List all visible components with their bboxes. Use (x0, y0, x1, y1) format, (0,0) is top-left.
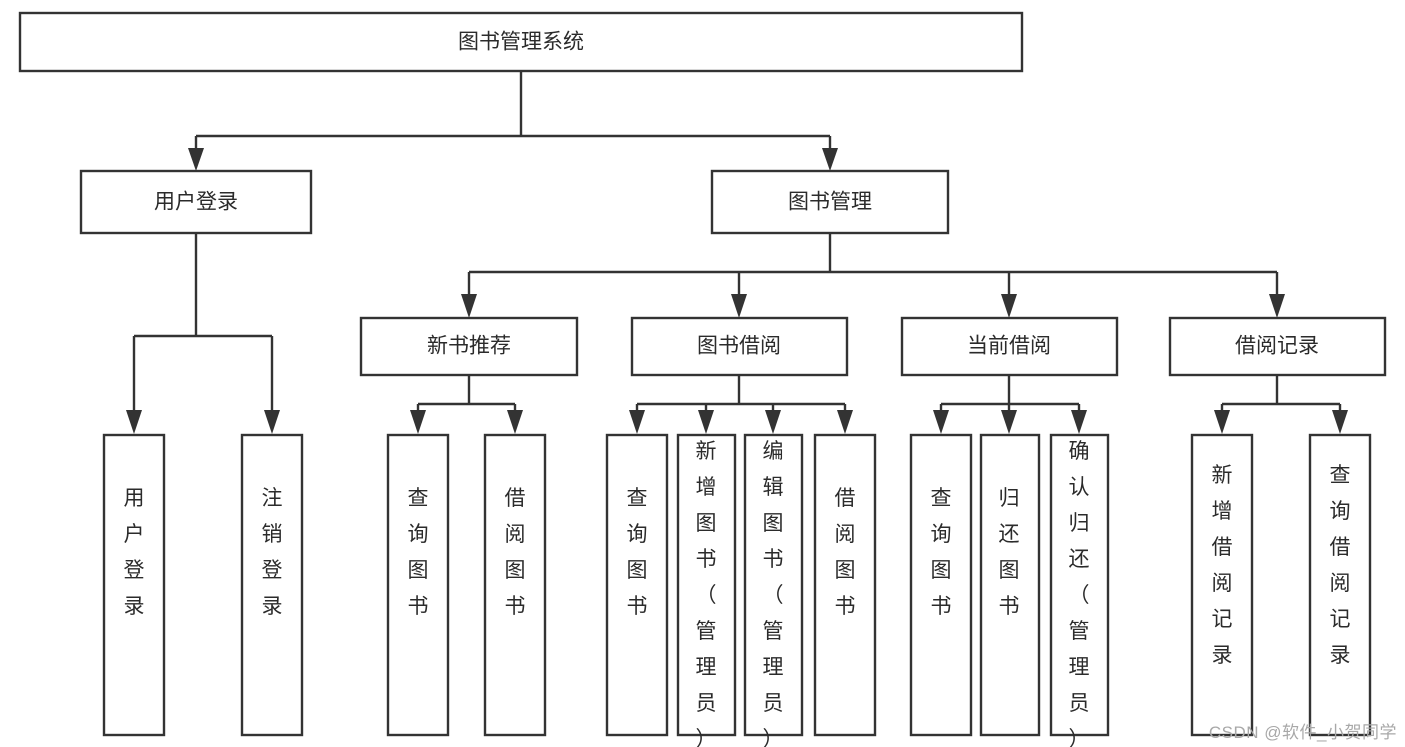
node-leaf-query-book-1[interactable]: 查询图书 (386, 433, 450, 737)
node-leaf-query-record[interactable]: 查询借阅记录 (1308, 433, 1372, 737)
arrow-head-current-borrow (1001, 294, 1017, 318)
node-leaf-add-record-box[interactable] (1190, 433, 1254, 737)
node-leaf-borrow-book-2-box[interactable] (813, 433, 877, 737)
node-new-book-recommend-box[interactable] (359, 316, 579, 377)
node-book-borrow-box[interactable] (630, 316, 849, 377)
node-leaf-add-record[interactable]: 新增借阅记录 (1190, 433, 1254, 737)
node-borrow-record-label: 借阅记录 (1235, 335, 1319, 358)
arrow-head-leaf-borrow-book-2 (837, 410, 853, 434)
node-leaf-user-logout-label: 注销登录 (262, 487, 283, 618)
node-leaf-borrow-book-2-label: 借阅图书 (835, 487, 856, 618)
node-leaf-add-record-label: 新增借阅记录 (1212, 464, 1233, 667)
node-leaf-query-book-2-box[interactable] (605, 433, 669, 737)
node-new-book-recommend-label: 新书推荐 (427, 335, 511, 358)
arrow-head-leaf-query-book-3 (933, 410, 949, 434)
node-new-book-recommend[interactable]: 新书推荐 (359, 316, 579, 377)
node-root-label: 图书管理系统 (458, 31, 584, 54)
node-current-borrow-box[interactable] (900, 316, 1119, 377)
node-leaf-user-logout[interactable]: 注销登录 (240, 433, 304, 737)
node-leaf-query-book-3-box[interactable] (909, 433, 973, 737)
arrow-head-leaf-query-book-1 (410, 410, 426, 434)
node-book-manage[interactable]: 图书管理 (710, 169, 950, 235)
node-leaf-edit-book-label: 编辑图书（管理员） (763, 440, 784, 747)
node-leaf-query-book-3-label: 查询图书 (931, 487, 952, 618)
node-leaf-borrow-book-1-label: 借阅图书 (505, 487, 526, 618)
node-leaf-confirm-return-box[interactable] (1049, 433, 1110, 737)
node-leaf-query-book-2-label: 查询图书 (627, 487, 648, 618)
node-leaf-add-book[interactable]: 新增图书（管理员） (676, 433, 737, 747)
node-leaf-borrow-book-2[interactable]: 借阅图书 (813, 433, 877, 737)
node-leaf-user-logout-box[interactable] (240, 433, 304, 737)
node-book-manage-box[interactable] (710, 169, 950, 235)
arrow-head-leaf-add-record (1214, 410, 1230, 434)
arrow-head-borrow-record (1269, 294, 1285, 318)
node-leaf-query-record-box[interactable] (1308, 433, 1372, 737)
node-leaf-borrow-book-1-box[interactable] (483, 433, 547, 737)
arrow-head-leaf-confirm-return (1071, 410, 1087, 434)
node-leaf-return-book[interactable]: 归还图书 (979, 433, 1041, 737)
node-borrow-record-box[interactable] (1168, 316, 1387, 377)
node-leaf-confirm-return-label: 确认归还（管理员） (1069, 440, 1090, 747)
arrow-head-leaf-return-book (1001, 410, 1017, 434)
node-leaf-return-book-box[interactable] (979, 433, 1041, 737)
node-leaf-query-book-2[interactable]: 查询图书 (605, 433, 669, 737)
csdn-watermark: CSDN @软件_小贺同学 (1208, 723, 1397, 742)
node-root[interactable]: 图书管理系统 (18, 11, 1024, 73)
node-leaf-user-login-box[interactable] (102, 433, 166, 737)
arrow-head-leaf-user-logout (264, 410, 280, 434)
arrow-head-user-login (188, 148, 204, 171)
connector-layer (126, 71, 1348, 434)
node-leaf-confirm-return[interactable]: 确认归还（管理员） (1049, 433, 1110, 747)
node-root-box[interactable] (18, 11, 1024, 73)
arrow-head-book-borrow (731, 294, 747, 318)
node-book-manage-label: 图书管理 (788, 191, 872, 214)
node-leaf-edit-book-box[interactable] (743, 433, 804, 737)
node-user-login-label: 用户登录 (154, 191, 238, 214)
node-current-borrow[interactable]: 当前借阅 (900, 316, 1119, 377)
node-user-login-box[interactable] (79, 169, 313, 235)
node-leaf-user-login-label: 用户登录 (124, 487, 145, 618)
node-book-borrow-label: 图书借阅 (697, 335, 781, 358)
arrow-head-book-manage (822, 148, 838, 171)
node-book-borrow[interactable]: 图书借阅 (630, 316, 849, 377)
node-leaf-return-book-label: 归还图书 (999, 487, 1020, 618)
arrow-head-new-book-recommend (461, 294, 477, 318)
node-user-login[interactable]: 用户登录 (79, 169, 313, 235)
arrow-head-leaf-edit-book (765, 410, 781, 434)
node-leaf-borrow-book-1[interactable]: 借阅图书 (483, 433, 547, 737)
node-leaf-user-login[interactable]: 用户登录 (102, 433, 166, 737)
node-leaf-query-book-1-box[interactable] (386, 433, 450, 737)
arrow-head-leaf-query-record (1332, 410, 1348, 434)
node-leaf-edit-book[interactable]: 编辑图书（管理员） (743, 433, 804, 747)
arrow-head-leaf-user-login (126, 410, 142, 434)
node-leaf-add-book-label: 新增图书（管理员） (696, 440, 717, 747)
node-leaf-query-record-label: 查询借阅记录 (1330, 464, 1351, 667)
node-current-borrow-label: 当前借阅 (967, 335, 1051, 358)
arrow-head-leaf-query-book-2 (629, 410, 645, 434)
node-borrow-record[interactable]: 借阅记录 (1168, 316, 1387, 377)
arrow-head-leaf-add-book (698, 410, 714, 434)
arrow-head-leaf-borrow-book-1 (507, 410, 523, 434)
node-leaf-query-book-1-label: 查询图书 (408, 487, 429, 618)
node-leaf-query-book-3[interactable]: 查询图书 (909, 433, 973, 737)
node-leaf-add-book-box[interactable] (676, 433, 737, 737)
